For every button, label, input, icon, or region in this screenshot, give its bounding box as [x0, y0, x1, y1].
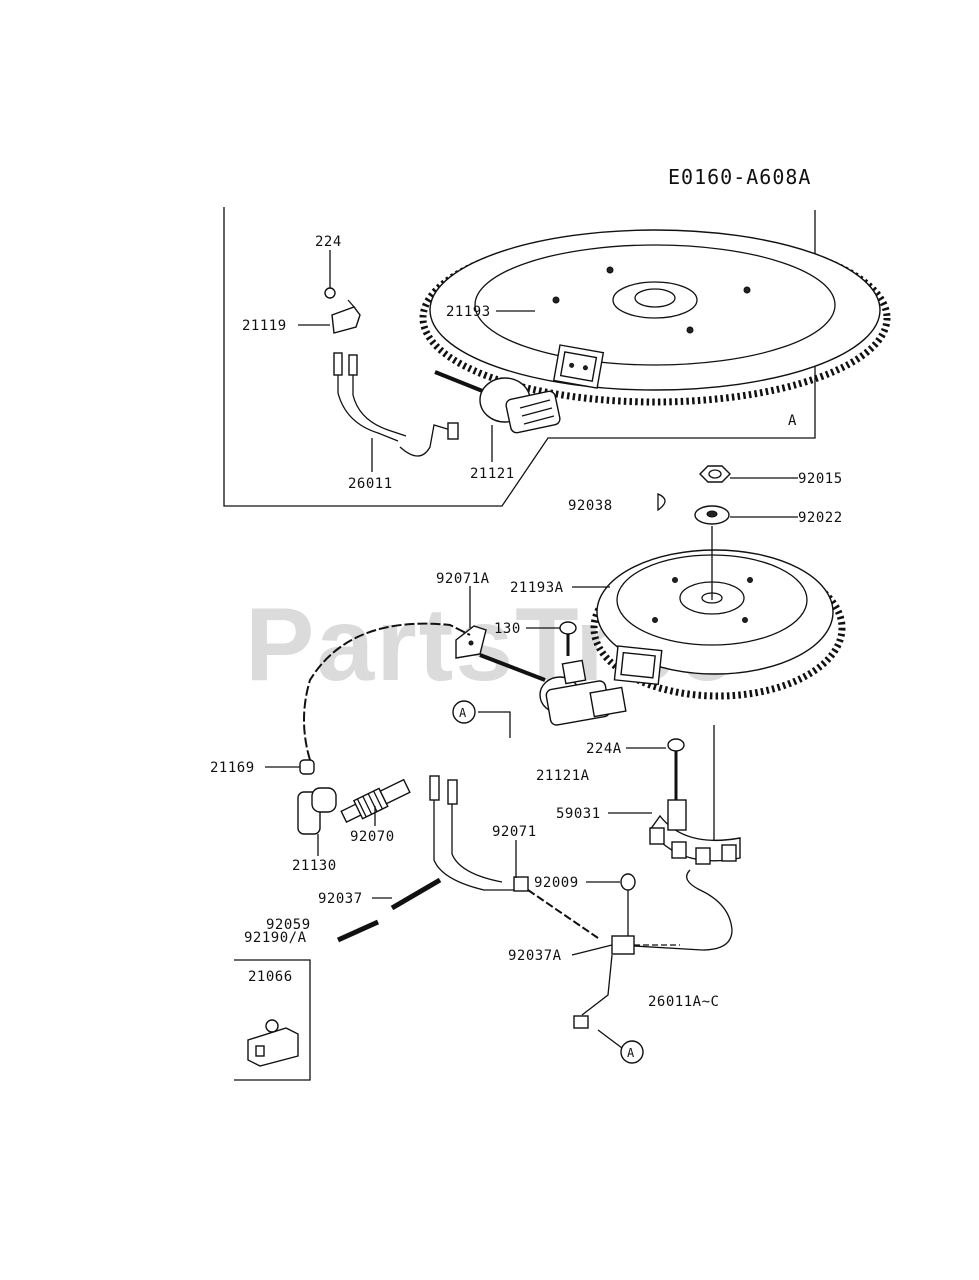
callout-21121A: 21121A — [536, 768, 590, 784]
callout-26011A-C: 26011A~C — [648, 994, 719, 1010]
callout-21130: 21130 — [292, 858, 337, 874]
bolt-224A — [667, 738, 685, 800]
callout-21193A: 21193A — [510, 580, 564, 596]
plug-cap-21130 — [297, 787, 337, 835]
callout-21119: 21119 — [242, 318, 287, 334]
key-92038 — [657, 493, 666, 512]
callout-92038: 92038 — [568, 498, 613, 514]
wire-harness-lower — [429, 775, 599, 939]
callout-92070: 92070 — [350, 829, 395, 845]
diagram-code: E0160-A608A — [668, 165, 811, 189]
spark-plug-92070 — [340, 778, 411, 823]
pin-92037 — [390, 877, 442, 911]
callout-21066: 21066 — [248, 969, 293, 985]
svg-text:A: A — [627, 1046, 635, 1060]
callout-92071A: 92071A — [436, 571, 490, 587]
cap-21169 — [299, 759, 315, 775]
wire-26011A-C — [573, 869, 733, 1029]
callout-a-top: A — [788, 413, 797, 429]
callout-21169: 21169 — [210, 760, 255, 776]
callout-26011: 26011 — [348, 476, 393, 492]
ignition-coil-21121 — [434, 370, 561, 434]
callout-92009: 92009 — [534, 875, 579, 891]
leader-lines — [265, 250, 798, 1049]
clamp-92037A — [611, 935, 635, 955]
ignition-coil-21121A — [479, 653, 627, 726]
washer-92022 — [694, 505, 730, 525]
callout-92022: 92022 — [798, 510, 843, 526]
callout-92015: 92015 — [798, 471, 843, 487]
circle-marker-a-1: A — [452, 700, 476, 724]
inset-frame-a — [223, 207, 816, 507]
callout-21193: 21193 — [446, 304, 491, 320]
connector-21119 — [324, 287, 361, 334]
cover-92071A — [455, 625, 487, 659]
callout-92037: 92037 — [318, 891, 363, 907]
inset-frame-21066 — [234, 959, 311, 1081]
flywheel-21193A — [590, 549, 846, 700]
callout-92059: 92059 — [266, 917, 311, 933]
wire-harness-26011 — [333, 352, 459, 457]
callout-130: 130 — [494, 621, 521, 637]
callout-59031: 59031 — [556, 806, 601, 822]
plug-lead — [303, 622, 471, 761]
bolt-92009 — [620, 873, 636, 938]
flywheel-21193 — [419, 229, 891, 406]
callout-92037A: 92037A — [508, 948, 562, 964]
callout-92071: 92071 — [492, 824, 537, 840]
stator-59031 — [649, 799, 741, 865]
svg-text:A: A — [459, 706, 467, 720]
circle-marker-a-2: A — [620, 1040, 644, 1064]
callout-21121: 21121 — [470, 466, 515, 482]
callout-224: 224 — [315, 234, 342, 250]
callout-92190A: 92190/A — [244, 930, 307, 946]
pin-92059 — [336, 919, 380, 943]
nut-92015 — [699, 465, 731, 483]
callout-224A: 224A — [586, 741, 622, 757]
